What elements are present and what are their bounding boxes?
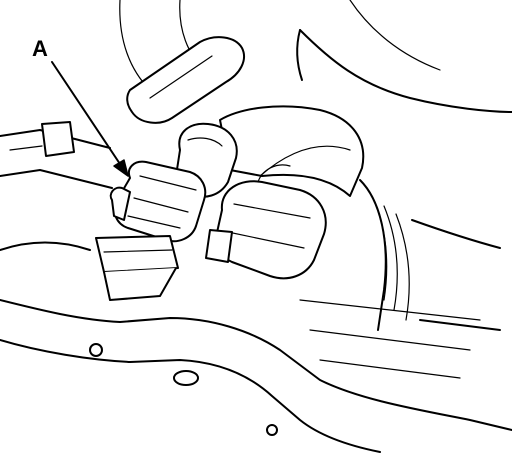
bolt-hole bbox=[266, 424, 278, 436]
left-frame-rail bbox=[0, 121, 113, 251]
lower-subframe bbox=[0, 299, 512, 453]
bolt-hole bbox=[89, 343, 103, 357]
slot-hole bbox=[173, 370, 199, 386]
frame-panel bbox=[119, 0, 512, 113]
callout-a: A bbox=[32, 36, 129, 177]
ribbed-housing bbox=[359, 179, 501, 331]
second-connector bbox=[205, 164, 327, 280]
upper-bracket bbox=[126, 36, 245, 124]
callout-leader-line bbox=[51, 61, 125, 171]
callout-arrowhead bbox=[113, 159, 129, 177]
hose-connector bbox=[109, 160, 207, 243]
rear-hose bbox=[219, 105, 365, 197]
mounting-bracket bbox=[95, 235, 179, 301]
callout-label: A bbox=[32, 36, 48, 61]
